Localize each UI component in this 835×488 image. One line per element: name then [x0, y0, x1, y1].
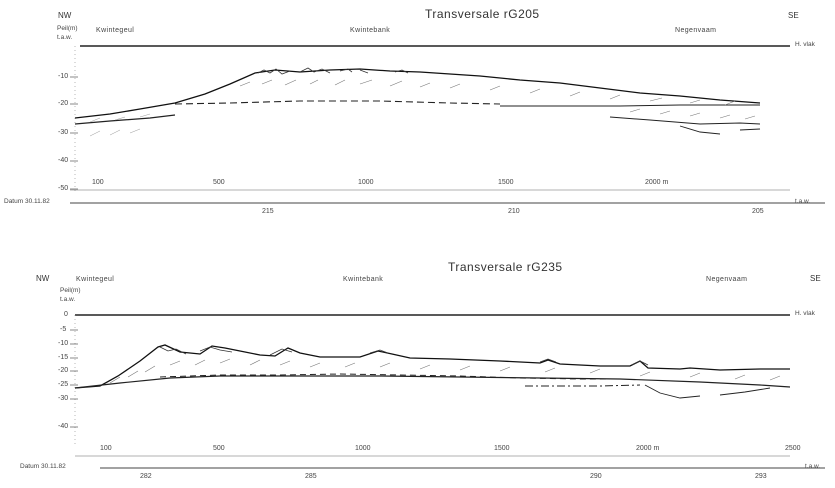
depth-tick-label: -25 [58, 381, 69, 388]
distance-tick-label: 500 [213, 445, 225, 452]
station-number: 282 [140, 473, 152, 480]
bank-crest-texture [159, 346, 649, 366]
station-number: 215 [262, 208, 274, 215]
reference-datum-label: t.a.w. [60, 296, 76, 303]
reference-datum-label: t.a.w. [57, 34, 73, 41]
depth-tick-label: 0 [64, 311, 68, 318]
depth-tick-label: -15 [58, 354, 69, 361]
sediment-hatching [109, 358, 781, 384]
direction-label-nw: NW [36, 274, 50, 283]
seabed-profile-line [74, 344, 790, 389]
station-number: 205 [752, 208, 764, 215]
station-number: 210 [508, 208, 520, 215]
cross-section-rg205: Transversale rG205 NW SE Peil(m) t.a.w. … [0, 0, 835, 235]
direction-label-se: SE [810, 274, 821, 283]
substrate-line [74, 375, 791, 389]
depth-tick-label: -10 [58, 340, 69, 347]
trough-line [739, 128, 761, 131]
depth-tick-label: -20 [58, 367, 69, 374]
section-title: Transversale rG205 [425, 7, 540, 21]
distance-tick-label: 100 [92, 179, 104, 186]
direction-label-se: SE [788, 11, 799, 20]
depth-tick-label: -40 [58, 423, 69, 430]
place-negenvaam: Negenvaam [675, 27, 717, 34]
water-level-label: H. vlak [795, 41, 815, 48]
cross-section-rg235: Transversale rG235 NW SE Peil(m) t.a.w. … [0, 255, 835, 488]
distance-tick-label: 2500 [785, 445, 801, 452]
substrate-line [74, 114, 176, 125]
profile-diagram-rg205 [70, 45, 825, 204]
station-number: 285 [305, 473, 317, 480]
depth-tick-label: -40 [58, 157, 69, 164]
survey-date-label: Datum 30.11.82 [4, 198, 50, 205]
depth-tick-label: -10 [58, 73, 69, 80]
distance-tick-label: 2000 m [645, 179, 669, 186]
depth-tick-label: -5 [60, 326, 67, 333]
place-kwintegeul: Kwintegeul [96, 27, 135, 34]
reference-datum-right-label: t.a.w. [805, 463, 821, 470]
dash-dot-line [525, 384, 641, 387]
distance-tick-label: 1000 [358, 179, 374, 186]
trough-line [644, 384, 701, 399]
direction-label-nw: NW [58, 11, 72, 20]
sediment-hatching [89, 113, 151, 137]
profile-diagram-rg235 [70, 314, 825, 469]
distance-tick-label: 500 [213, 179, 225, 186]
trough-line [609, 116, 761, 125]
depth-tick-label: -30 [58, 129, 69, 136]
water-level-label: H. vlak [795, 310, 815, 317]
survey-date-label: Datum 30.11.82 [20, 463, 66, 470]
station-number: 290 [590, 473, 602, 480]
place-negenvaam: Negenvaam [706, 276, 748, 283]
substrate-line [500, 104, 760, 107]
older-surface-dashed [174, 100, 501, 105]
distance-tick-label: 2000 m [636, 445, 660, 452]
depth-tick-label: -20 [58, 100, 69, 107]
trough-line [679, 125, 721, 135]
reference-datum-right-label: t.a.w. [795, 198, 811, 205]
place-kwintebank: Kwintebank [350, 27, 391, 34]
sediment-hatching [239, 79, 736, 106]
section-title: Transversale rG235 [448, 260, 563, 274]
level-axis-label: Peil(m) [57, 25, 78, 32]
depth-tick-label: -50 [58, 185, 69, 192]
distance-tick-label: 100 [100, 445, 112, 452]
place-kwintebank: Kwintebank [343, 276, 384, 283]
station-number: 293 [755, 473, 767, 480]
trough-line [719, 387, 771, 396]
seabed-profile-line [74, 68, 761, 119]
level-axis-label: Peil(m) [60, 287, 81, 294]
distance-tick-label: 1000 [355, 445, 371, 452]
distance-tick-label: 1500 [494, 445, 510, 452]
distance-tick-label: 1500 [498, 179, 514, 186]
depth-tick-label: -30 [58, 395, 69, 402]
sediment-hatching [629, 108, 756, 120]
bank-crest-texture [257, 67, 409, 75]
place-kwintegeul: Kwintegeul [76, 276, 115, 283]
